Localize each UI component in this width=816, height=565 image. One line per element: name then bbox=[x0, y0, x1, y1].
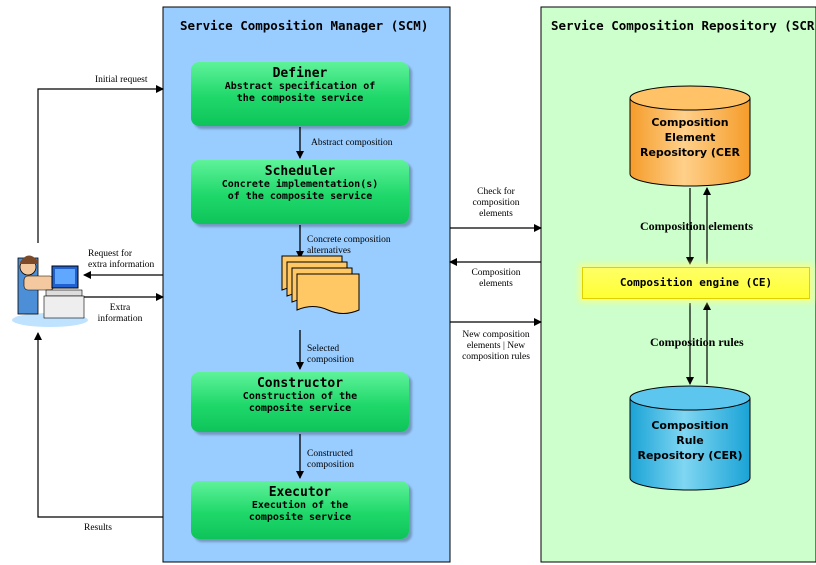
scm-title: Service Composition Manager (SCM) bbox=[180, 18, 429, 33]
concrete-composition-label: Concrete composition alternatives bbox=[307, 235, 391, 256]
scr-title: Service Composition Repository (SCR) bbox=[551, 18, 816, 33]
constructor-desc: Construction of the composite service bbox=[242, 391, 358, 414]
extra-info-label: Extra information bbox=[97, 303, 143, 324]
constructor-title: Constructor bbox=[256, 376, 344, 391]
composition-elements-bold-label: Composition elements bbox=[640, 219, 753, 233]
scheduler-box: Scheduler Concrete implementation(s) of … bbox=[191, 160, 409, 224]
selected-composition-label: Selected composition bbox=[307, 344, 354, 365]
crr-cylinder bbox=[629, 385, 751, 491]
crr-label: Composition Rule Repository (CER) bbox=[637, 419, 743, 462]
executor-desc: Execution of the composite service bbox=[248, 500, 352, 523]
constructor-box: Constructor Construction of the composit… bbox=[191, 372, 409, 432]
cer-cylinder bbox=[629, 85, 751, 187]
abstract-composition-label: Abstract composition bbox=[311, 138, 393, 148]
user-at-computer-icon bbox=[12, 255, 88, 327]
cer-label: Composition Element Repository (CER bbox=[639, 116, 740, 159]
results-arrow bbox=[34, 332, 163, 518]
executor-title: Executor bbox=[268, 485, 332, 500]
executor-box: Executor Execution of the composite serv… bbox=[191, 481, 409, 539]
new-elements-label: New composition elements | New compositi… bbox=[462, 330, 530, 362]
initial-request-arrow bbox=[37, 85, 164, 243]
constructed-composition-label: Constructed composition bbox=[307, 449, 354, 470]
scheduler-desc: Concrete implementation(s) of the compos… bbox=[221, 179, 379, 202]
initial-request-label: Initial request bbox=[95, 75, 148, 85]
composition-rules-bold-label: Composition rules bbox=[650, 335, 744, 349]
definer-title: Definer bbox=[272, 66, 328, 81]
results-label: Results bbox=[84, 523, 112, 533]
document-stack-icon bbox=[281, 255, 360, 314]
definer-box: Definer Abstract specification of the co… bbox=[191, 62, 409, 126]
request-info-label: Request for extra information bbox=[88, 249, 155, 270]
definer-desc: Abstract specification of the composite … bbox=[224, 81, 376, 104]
composition-elements-label: Composition elements bbox=[471, 268, 521, 289]
scheduler-title: Scheduler bbox=[264, 164, 336, 179]
composition-engine: Composition engine (CE) bbox=[582, 267, 810, 299]
check-elements-label: Check for composition elements bbox=[472, 187, 520, 219]
